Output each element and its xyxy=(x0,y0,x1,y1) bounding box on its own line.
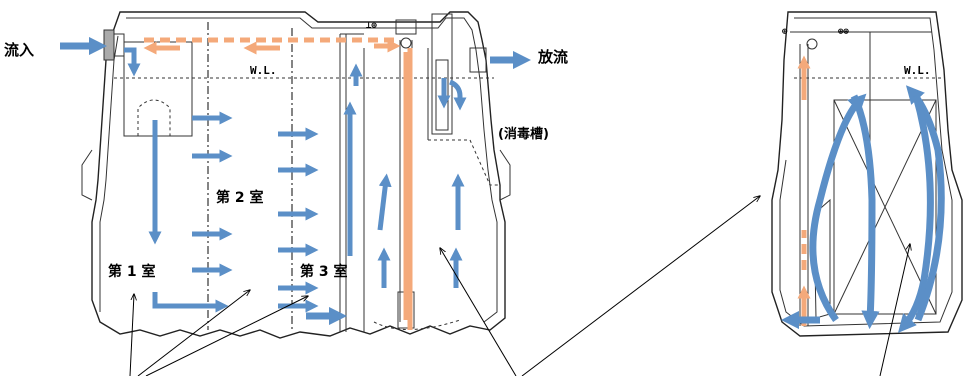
water-flow-arrows xyxy=(124,47,467,326)
side-tank: ⊕ ⊕⊕ W.L. xyxy=(771,11,963,337)
room-3-label: 第 3 室 xyxy=(300,263,348,280)
pointer-room1 xyxy=(129,294,134,376)
disinfection-label: (消毒槽) xyxy=(498,126,549,142)
left-bracket xyxy=(81,149,93,201)
side-water-level-label: W.L. xyxy=(904,64,931,77)
water-level-label: W.L. xyxy=(250,64,277,77)
flow-inlet-down xyxy=(124,47,141,77)
flow-aer-1 xyxy=(377,173,392,231)
side-tank-inner xyxy=(779,17,953,327)
side-valve-marking-b: ⊕⊕ xyxy=(838,27,849,37)
outlet-pipe xyxy=(469,47,487,73)
valve-ring xyxy=(400,37,412,49)
diffuser-arc xyxy=(373,319,461,330)
filter-media-block xyxy=(833,99,937,315)
pointer-room2 xyxy=(137,290,250,376)
side-flow-arc-4 xyxy=(898,95,934,333)
side-valve-ring xyxy=(806,38,818,50)
side-flow-arc-1 xyxy=(809,93,867,323)
main-tank-outline xyxy=(91,11,506,339)
side-flow-arc-3 xyxy=(850,94,880,330)
room-2-label: 第 2 室 xyxy=(216,189,264,206)
pointer-room3 xyxy=(145,296,308,376)
air-flow-arrows xyxy=(140,37,413,330)
main-tank-inner-wall xyxy=(126,17,498,323)
right-bracket xyxy=(499,149,511,201)
pointer-media xyxy=(879,244,910,376)
side-flow-arc-2 xyxy=(905,85,945,322)
disinfection-box xyxy=(428,139,500,186)
pointer-side-tank xyxy=(521,196,760,376)
side-valve-marking-a: ⊕ xyxy=(782,27,788,37)
side-tank-outline xyxy=(771,11,963,337)
pointer-aeration xyxy=(440,248,517,376)
valve-body xyxy=(395,19,417,35)
disinfection-inner xyxy=(435,59,449,131)
disinfection-tube xyxy=(431,13,453,135)
room-1-label: 第 1 室 xyxy=(108,263,156,280)
inlet-pipe xyxy=(103,29,115,61)
pointer-lines xyxy=(129,196,910,376)
valve-marking: ⊥⊕ xyxy=(366,21,377,31)
flow-room1-bottom xyxy=(152,292,229,313)
inflow-label: 流入 xyxy=(4,41,34,59)
flow-dis-curve xyxy=(448,79,467,111)
media-diag-2 xyxy=(833,99,937,315)
outflow-label: 放流 xyxy=(537,48,568,66)
